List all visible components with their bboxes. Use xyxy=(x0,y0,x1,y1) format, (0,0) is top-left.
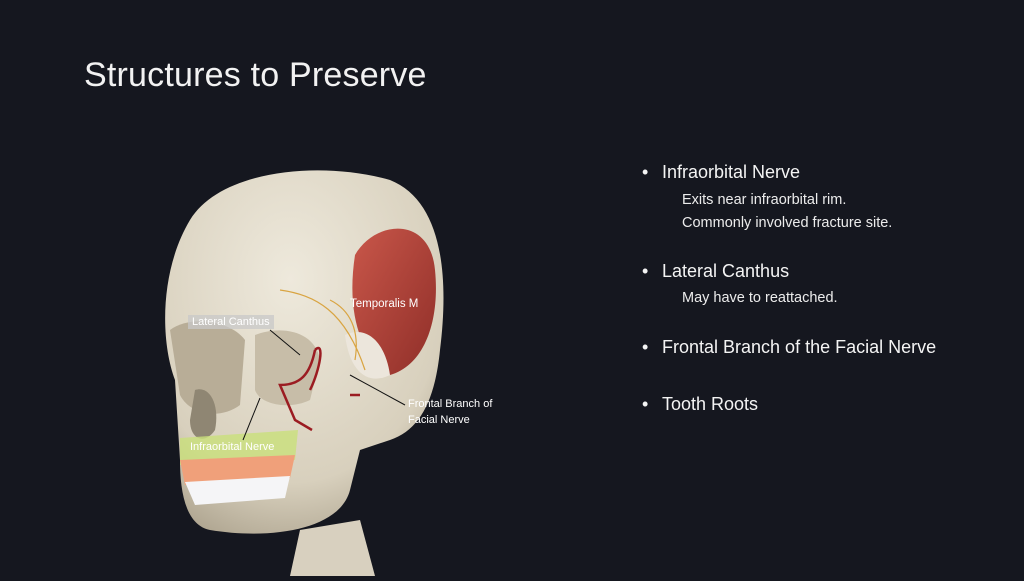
label-frontal-branch-1: Frontal Branch of xyxy=(408,398,493,410)
bullet-item: • Infraorbital Nerve xyxy=(642,162,800,183)
label-temporalis: Temporalis M xyxy=(350,298,419,310)
label-frontal-branch-2: Facial Nerve xyxy=(408,414,470,426)
bullet-item: • Lateral Canthus xyxy=(642,261,789,282)
bullet-label: Lateral Canthus xyxy=(662,261,790,281)
label-infraorbital: Infraorbital Nerve xyxy=(190,441,275,453)
label-lateral-canthus: Lateral Canthus xyxy=(188,315,274,329)
bullet-sub: May have to reattached. xyxy=(682,290,838,306)
bullet-item: • Tooth Roots xyxy=(642,394,758,415)
bullet-icon: • xyxy=(642,337,649,357)
skull-image xyxy=(165,170,444,576)
bullet-label: Tooth Roots xyxy=(662,394,759,414)
skull-illustration: Temporalis M Lateral Canthus Frontal Bra… xyxy=(150,160,492,576)
bullet-label: Infraorbital Nerve xyxy=(662,162,801,182)
bullet-icon: • xyxy=(642,162,649,182)
bullet-icon: • xyxy=(642,394,649,414)
slide-title: Structures to Preserve xyxy=(84,56,427,94)
bullet-label: Frontal Branch of the Facial Nerve xyxy=(662,337,937,357)
bullet-item: • Frontal Branch of the Facial Nerve xyxy=(642,337,936,358)
bullet-sub: Exits near infraorbital rim. xyxy=(682,192,847,208)
bullet-sub: Commonly involved fracture site. xyxy=(682,215,893,231)
bullet-icon: • xyxy=(642,261,649,281)
